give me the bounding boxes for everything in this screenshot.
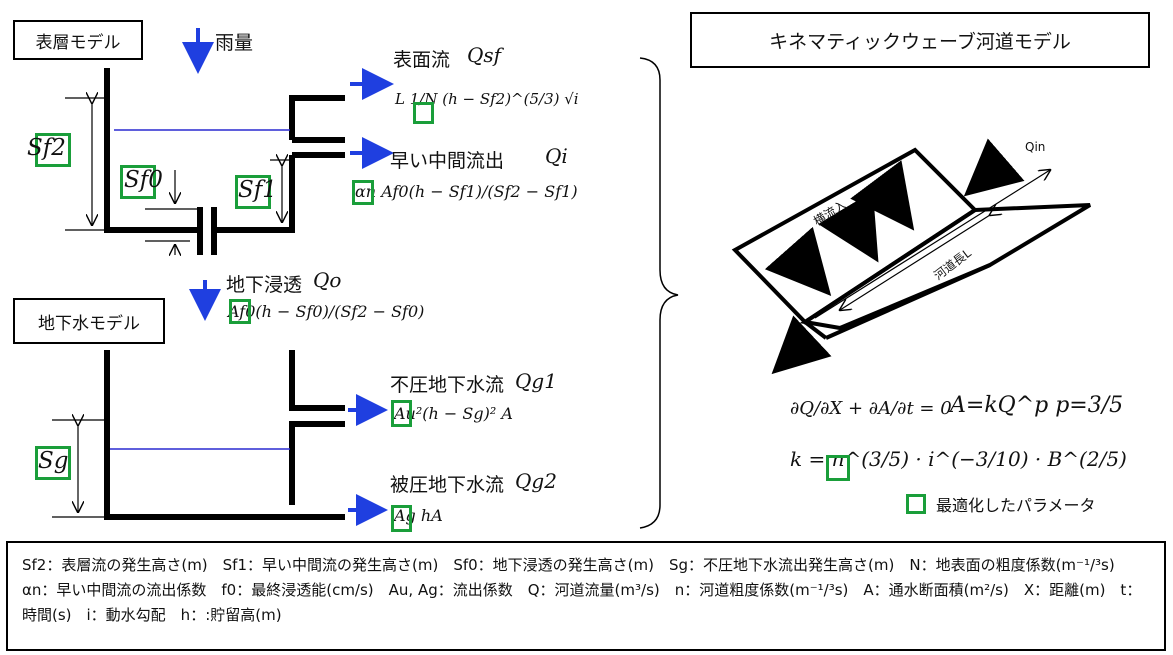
optimized-legend-swatch	[906, 494, 926, 514]
symbol-legend-text: Sf2：表層流の発生高さ(m) Sf1：早い中間流の発生高さ(m) Sf0：地下…	[22, 556, 1142, 624]
param-box-sf1	[235, 175, 271, 209]
groundwater-model-label: 地下水モデル	[13, 298, 165, 344]
param-box-n-channel	[826, 455, 850, 481]
k-equation: k = n^(3/5) · i^(−3/10) · B^(2/5)	[790, 447, 1127, 471]
confined-formula: Ag hA	[394, 506, 443, 525]
param-box-n	[413, 102, 434, 124]
interflow-formula: αn Af0(h − Sf1)/(Sf2 − Sf1)	[355, 182, 578, 201]
unconfined-gw-symbol: Qg1	[515, 369, 557, 393]
param-box-sf2	[35, 133, 71, 167]
fast-interflow-symbol: Qi	[545, 144, 568, 168]
param-box-f0	[229, 299, 251, 324]
height-label-sf2: Sf2	[27, 135, 66, 161]
rainfall-label: 雨量	[215, 32, 254, 54]
brace	[639, 57, 679, 529]
groundwater-dimensions	[52, 420, 107, 518]
height-label-sg: Sg	[38, 448, 69, 474]
surface-formula: L 1/N (h − Sf2)^(5/3) √i	[395, 90, 579, 108]
unconfined-gw-label: 不圧地下水流	[390, 374, 505, 396]
param-box-sf0	[120, 165, 156, 199]
param-box-alpha	[352, 180, 374, 205]
surface-flow-symbol: Qsf	[467, 43, 502, 67]
height-label-sf1: Sf1	[238, 177, 277, 203]
surface-tank	[104, 68, 345, 255]
channel-thin-lines	[814, 170, 1050, 319]
optimized-legend-label: 最適化したパラメータ	[936, 496, 1096, 515]
groundwater-tank	[104, 350, 345, 520]
infiltration-label: 地下浸透	[226, 274, 303, 296]
q-in-label: Qin	[1025, 140, 1046, 154]
storage-equation: A=kQ^p p=3/5	[950, 393, 1124, 418]
symbol-legend: Sf2：表層流の発生高さ(m) Sf1：早い中間流の発生高さ(m) Sf0：地下…	[6, 541, 1166, 651]
infiltration-symbol: Qo	[313, 268, 342, 292]
param-box-ag	[391, 505, 412, 532]
confined-gw-symbol: Qg2	[515, 469, 557, 493]
confined-gw-label: 被圧地下水流	[390, 474, 505, 496]
surface-flow-label: 表面流	[393, 49, 451, 71]
height-label-sf0: Sf0	[124, 167, 163, 193]
surface-model-label: 表層モデル	[13, 20, 143, 60]
inflow-outflow-arrows	[771, 138, 1025, 375]
fast-interflow-label: 早い中間流出	[390, 150, 505, 172]
unconfined-formula: Au²(h − Sg)² A	[394, 404, 513, 423]
continuity-equation: ∂Q/∂X + ∂A/∂t = 0	[790, 398, 952, 419]
surface-dimensions	[65, 98, 292, 255]
flow-arrows	[182, 28, 394, 526]
lateral-inflow-arrows	[764, 160, 915, 296]
infiltration-formula: Af0(h − Sf0)/(Sf2 − Sf0)	[228, 302, 425, 321]
kinematic-title: キネマティックウェーブ河道モデル	[690, 12, 1150, 68]
param-box-au	[391, 400, 412, 427]
param-box-sg	[35, 446, 71, 480]
